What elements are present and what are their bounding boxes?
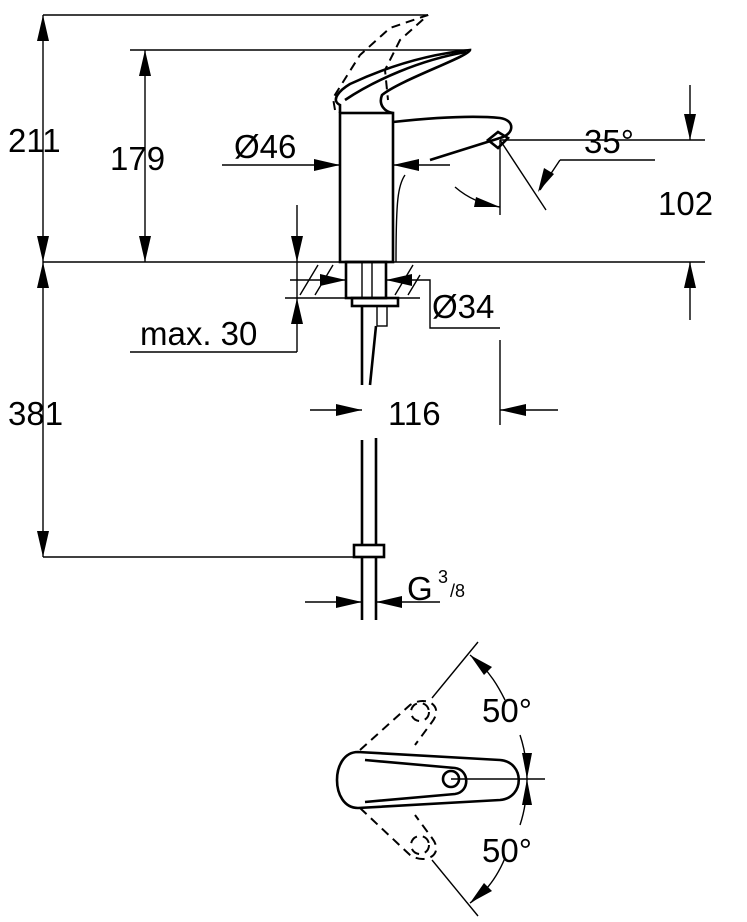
deck-section [299, 260, 421, 327]
label-spout-reach: 116 [388, 395, 441, 432]
lever [334, 48, 472, 115]
label-outlet-height: 102 [658, 185, 713, 222]
faucet-top-view [335, 641, 545, 917]
aerator [485, 130, 511, 150]
hose-upper [360, 306, 378, 386]
label-thread-numerator: 3 [438, 567, 448, 587]
lever-top [335, 750, 521, 810]
label-spout-height: 179 [110, 140, 165, 177]
label-max-deck: max. 30 [140, 315, 257, 352]
lever-raised-outline [331, 14, 429, 111]
hose-fitting [352, 543, 386, 559]
label-spout-angle: 35° [584, 123, 634, 160]
label-thread-denominator: /8 [450, 581, 465, 601]
dimension-lines [37, 14, 705, 608]
label-hose-length: 381 [8, 395, 63, 432]
label-body-diameter: Ø46 [234, 128, 296, 165]
label-hole-diameter: Ø34 [432, 288, 494, 325]
label-total-height: 211 [8, 122, 61, 159]
spout [392, 115, 513, 162]
lever-left-position [359, 700, 438, 751]
hose-lower [360, 438, 378, 545]
label-lever-angle-down: 50° [482, 832, 532, 869]
label-thread: G [407, 570, 433, 607]
faucet-body [338, 111, 395, 264]
label-lever-angle-up: 50° [482, 692, 532, 729]
lever-right-position [359, 807, 438, 860]
